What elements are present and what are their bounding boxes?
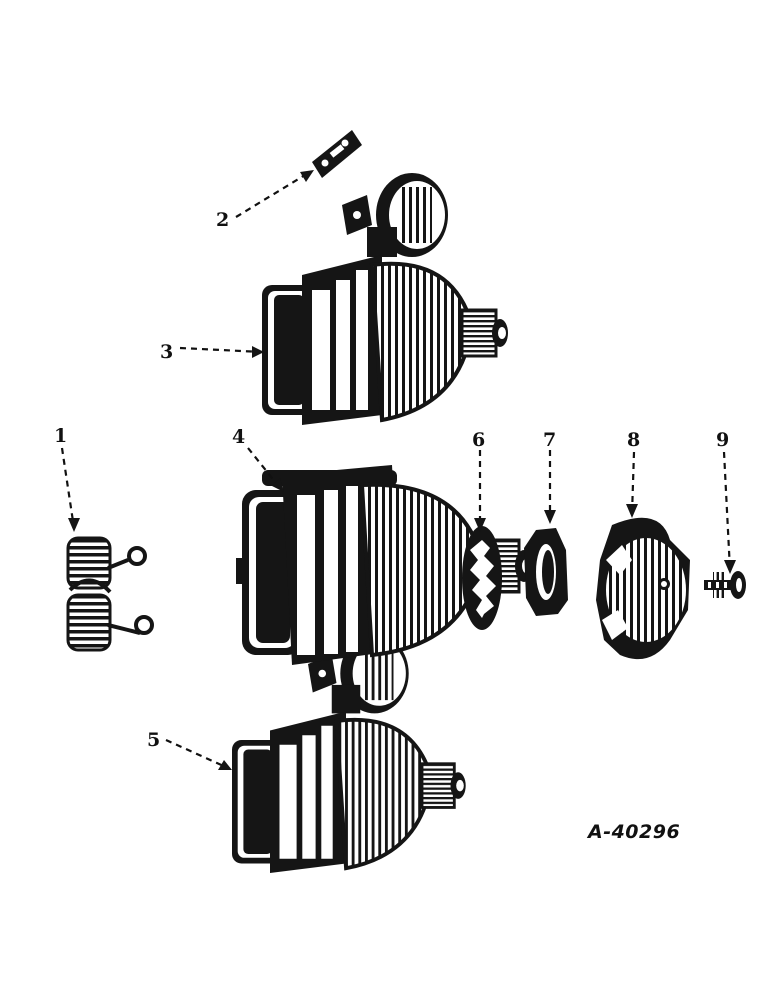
part-6-lock-washer (462, 526, 502, 630)
leader-4 (247, 447, 281, 489)
leader-arrowheads (68, 170, 736, 770)
part-2-terminal-link (312, 130, 362, 178)
part-9-screw (704, 571, 746, 599)
leader-1 (60, 447, 76, 529)
callout-1: 1 (54, 425, 67, 447)
part-3-switch-assembly (260, 171, 510, 427)
leader-3 (179, 346, 263, 354)
part-7-hex-nut (524, 528, 568, 616)
callout-7: 7 (543, 429, 556, 451)
callout-6: 6 (472, 429, 485, 451)
callout-4: 4 (232, 426, 245, 448)
part-8-knob (596, 517, 690, 660)
leader-5 (165, 738, 229, 770)
callout-3: 3 (160, 341, 173, 363)
callout-9: 9 (716, 429, 729, 451)
part-1-coil-spring (66, 536, 154, 652)
leader-9 (722, 451, 732, 571)
drawing-number: A-40296 (586, 821, 680, 843)
callout-8: 8 (627, 429, 640, 451)
callout-5: 5 (147, 729, 160, 751)
leader-2 (235, 171, 311, 218)
callout-2: 2 (216, 209, 229, 231)
part-5-switch-assembly (230, 631, 468, 875)
